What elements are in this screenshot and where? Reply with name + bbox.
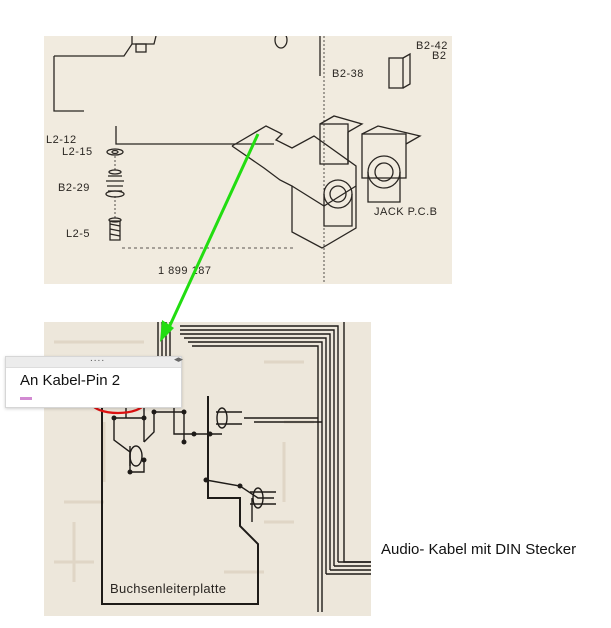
label-b2-38: B2-38 <box>332 68 364 80</box>
board-label: Buchsenleiterplatte <box>110 581 227 596</box>
label-b2: B2 <box>432 50 447 62</box>
cable-annotation: Audio- Kabel mit DIN Stecker <box>381 541 577 558</box>
comment-box[interactable]: .... ◂▸ An Kabel-Pin 2 <box>5 353 183 408</box>
label-b2-42: B2-42 <box>416 40 448 52</box>
comment-author-marker <box>20 397 32 400</box>
label-part-number: 1 899 187 <box>158 265 212 277</box>
exploded-view-lines <box>53 36 422 284</box>
comment-title-bar[interactable]: .... ◂▸ <box>6 353 183 368</box>
comment-text[interactable]: An Kabel-Pin 2 <box>20 372 121 389</box>
label-b2-29: B2-29 <box>58 182 90 194</box>
exploded-view-drawing: B2-42 B2 B2-38 L2-12 L2-15 B2-29 L2-5 1 … <box>44 36 452 284</box>
drag-handle-icon[interactable]: .... <box>90 353 106 364</box>
label-l2-12: L2-12 <box>46 134 77 146</box>
label-l2-15: L2-15 <box>62 146 93 158</box>
resize-icon[interactable]: ◂▸ <box>173 354 183 364</box>
label-l2-5: L2-5 <box>66 228 91 240</box>
label-jack-pcb: JACK P.C.B <box>374 206 438 218</box>
